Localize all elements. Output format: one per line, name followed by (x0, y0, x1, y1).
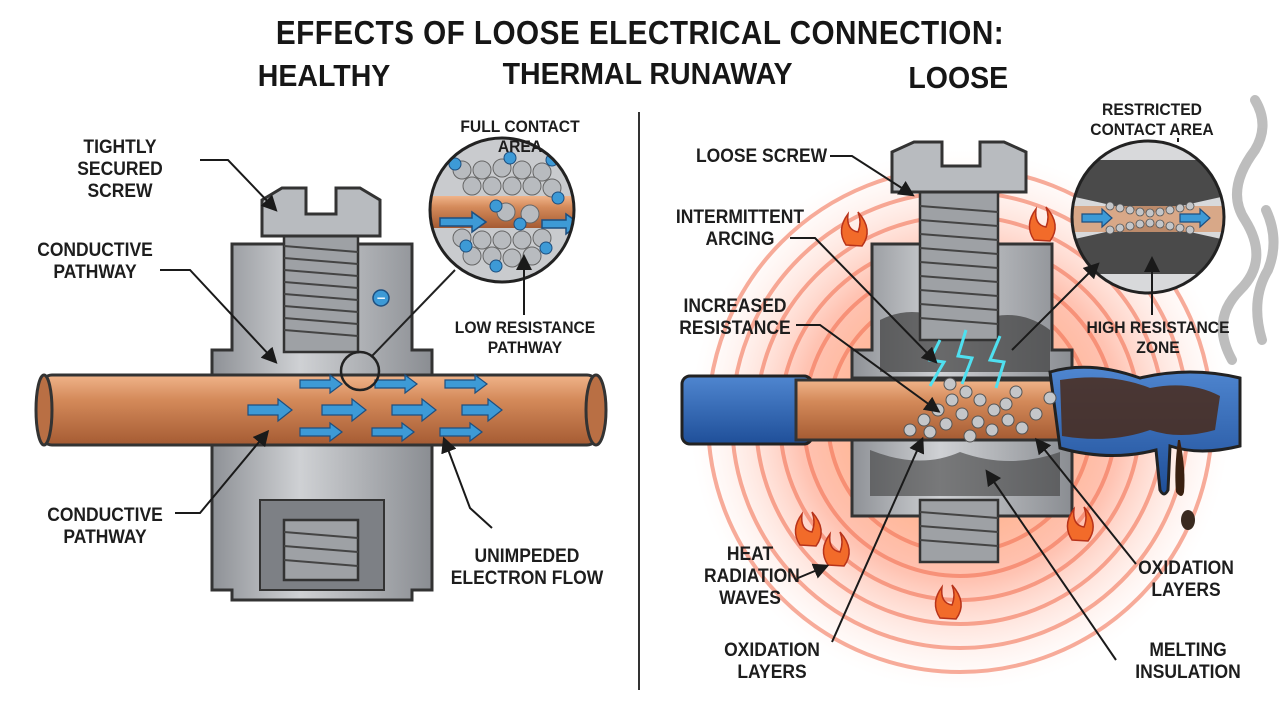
flame-icons (794, 206, 1094, 620)
subtitle-healthy: HEALTHY (257, 58, 391, 93)
label-unimpeded-electron-flow: UNIMPEDED ELECTRON FLOW (450, 546, 604, 589)
label-oxidation-layers-left: OXIDATION LAYERS (724, 640, 820, 683)
label-low-resistance-pathway: LOW RESISTANCE PATHWAY (454, 318, 596, 357)
label-full-contact-area: FULL CONTACT AREA (460, 117, 580, 156)
label-heat-radiation-waves: HEAT RADIATION WAVES (704, 544, 800, 609)
subtitle-loose: LOOSE (908, 60, 1009, 95)
label-conductive-pathway-top: CONDUCTIVE PATHWAY (37, 240, 153, 283)
contact-callout-ring (339, 350, 381, 392)
tight-screw-head (260, 186, 382, 238)
label-restricted-contact-area: RESTRICTED CONTACT AREA (1090, 100, 1214, 139)
label-tightly-secured-screw: TIGHTLY SECURED SCREW (77, 137, 163, 202)
oxidation-particles (903, 377, 1057, 443)
wire-insulation (680, 374, 814, 446)
label-intermittent-arcing: INTERMITTENT ARCING (675, 207, 805, 250)
electron-flow-arrows (247, 373, 503, 443)
label-conductive-pathway-bottom: CONDUCTIVE PATHWAY (47, 505, 163, 548)
svg-text:−: − (376, 291, 386, 305)
label-high-resistance-zone: HIGH RESISTANCE ZONE (1086, 318, 1230, 357)
label-loose-screw: LOOSE SCREW (696, 146, 828, 167)
loose-connection (680, 95, 1279, 690)
smoke (1217, 95, 1279, 365)
healthy-connection: − (34, 136, 608, 602)
page-title: EFFECTS OF LOOSE ELECTRICAL CONNECTION: (275, 14, 1005, 51)
restricted-contact-inset (1070, 139, 1226, 295)
full-contact-inset (428, 136, 576, 284)
label-increased-resistance: INCREASED RESISTANCE (679, 296, 791, 339)
label-melting-insulation: MELTING INSULATION (1135, 640, 1241, 683)
label-oxidation-layers-right: OXIDATION LAYERS (1138, 558, 1234, 601)
subtitle-thermal-runaway: THERMAL RUNAWAY (502, 56, 793, 91)
loose-screw-head (890, 140, 1028, 194)
